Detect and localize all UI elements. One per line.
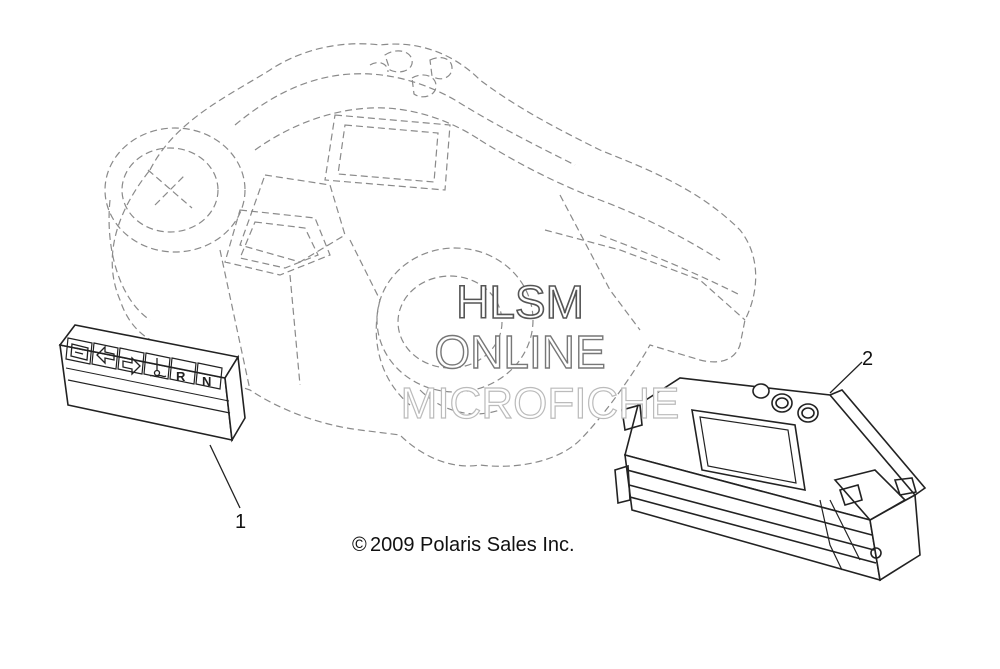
indicator-light-module: R N — [58, 324, 246, 443]
temperature-icon — [149, 358, 167, 378]
indicator-letter-r: R — [176, 369, 186, 384]
indicator-letter-n: N — [202, 374, 211, 389]
watermark-line-microfiche: MICROFICHE — [401, 379, 680, 428]
leader-line-2 — [829, 361, 863, 394]
copyright-notice: © 2009 Polaris Sales Inc. — [352, 534, 575, 556]
copyright-text: 2009 Polaris Sales Inc. — [370, 534, 575, 556]
watermark-line-online: ONLINE — [434, 326, 605, 378]
left-arrow-icon — [96, 345, 115, 365]
watermark: HLSM ONLINE MICROFICHE — [400, 275, 680, 428]
watermark-line-hlsm: HLSM — [456, 276, 584, 328]
headlight-icon — [70, 343, 89, 361]
callout-number-1: 1 — [235, 511, 246, 533]
right-arrow-icon — [122, 356, 141, 376]
leader-lines — [209, 361, 863, 509]
instrument-cluster — [614, 377, 927, 582]
dash-housing-outline — [104, 43, 757, 467]
callout-number-2: 2 — [862, 348, 873, 370]
leader-line-1 — [209, 444, 241, 509]
copyright-symbol: © — [352, 534, 367, 556]
